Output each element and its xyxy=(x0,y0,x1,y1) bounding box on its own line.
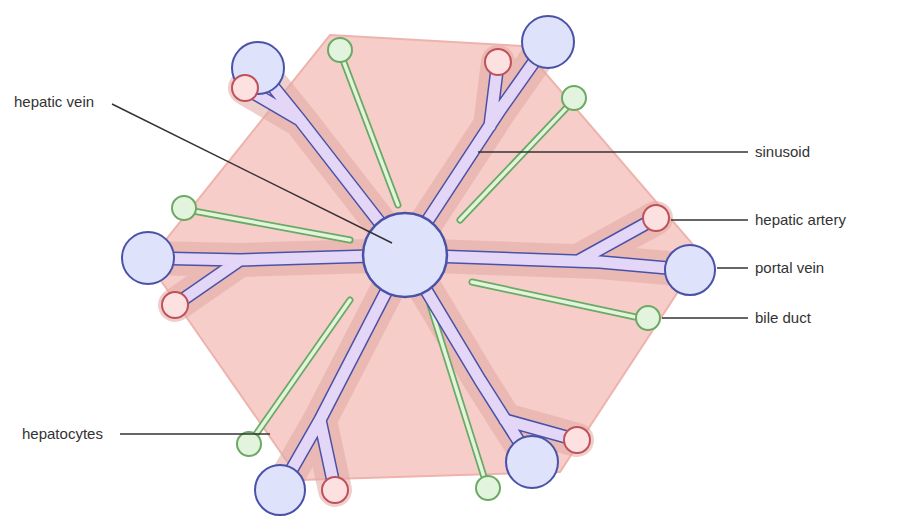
bile-duct-label: bile duct xyxy=(755,309,811,327)
central-vein xyxy=(363,213,447,297)
hepatocytes-label: hepatocytes xyxy=(22,425,103,443)
bile-duct-ends xyxy=(172,38,660,500)
hepatocyte-plates xyxy=(148,42,690,490)
sinusoids xyxy=(148,42,690,490)
lobule-hexagon xyxy=(148,35,702,480)
sinusoid-label: sinusoid xyxy=(755,143,810,161)
portal-veins xyxy=(122,16,715,515)
hepatic-vein-label: hepatic vein xyxy=(14,93,94,111)
hepatic-artery-label: hepatic artery xyxy=(755,211,846,229)
hepatic-arteries xyxy=(162,49,669,503)
leader-lines xyxy=(112,104,748,434)
portal-vein-label: portal vein xyxy=(755,259,824,277)
